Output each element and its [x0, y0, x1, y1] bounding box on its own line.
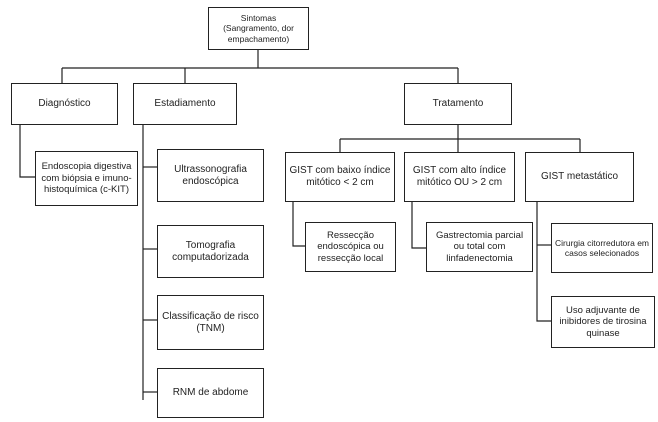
node-gist-alto-indice: GIST com alto índice mitótico OU > 2 cm [404, 152, 515, 202]
node-diagnostico: Diagnóstico [11, 83, 118, 125]
node-resseccao: Ressecção endoscópica ou ressecção local [305, 222, 396, 272]
node-cirurgia-citorredutora: Cirurgia citorredutora em casos selecion… [551, 223, 653, 273]
node-classificacao-risco: Classificação de risco (TNM) [157, 295, 264, 350]
node-gastrectomia: Gastrectomia parcial ou total com linfad… [426, 222, 533, 272]
root-subtitle: (Sangramento, dor empachamento) [223, 23, 294, 44]
node-uso-adjuvante: Uso adjuvante de inibidores de tirosina … [551, 296, 655, 348]
node-tratamento: Tratamento [404, 83, 512, 125]
root-node: Sintomas (Sangramento, dor empachamento) [208, 7, 309, 50]
node-estadiamento: Estadiamento [133, 83, 237, 125]
node-endoscopia: Endoscopia digestiva com biópsia e imuno… [35, 151, 138, 206]
node-tomografia: Tomografia computadorizada [157, 225, 264, 278]
node-rnm-abdome: RNM de abdome [157, 368, 264, 418]
node-gist-baixo-indice: GIST com baixo índice mitótico < 2 cm [285, 152, 395, 202]
node-gist-metastatico: GIST metastático [525, 152, 634, 202]
root-title: Sintomas [240, 13, 277, 24]
node-ultrassonografia: Ultrassonografia endoscópica [157, 149, 264, 202]
